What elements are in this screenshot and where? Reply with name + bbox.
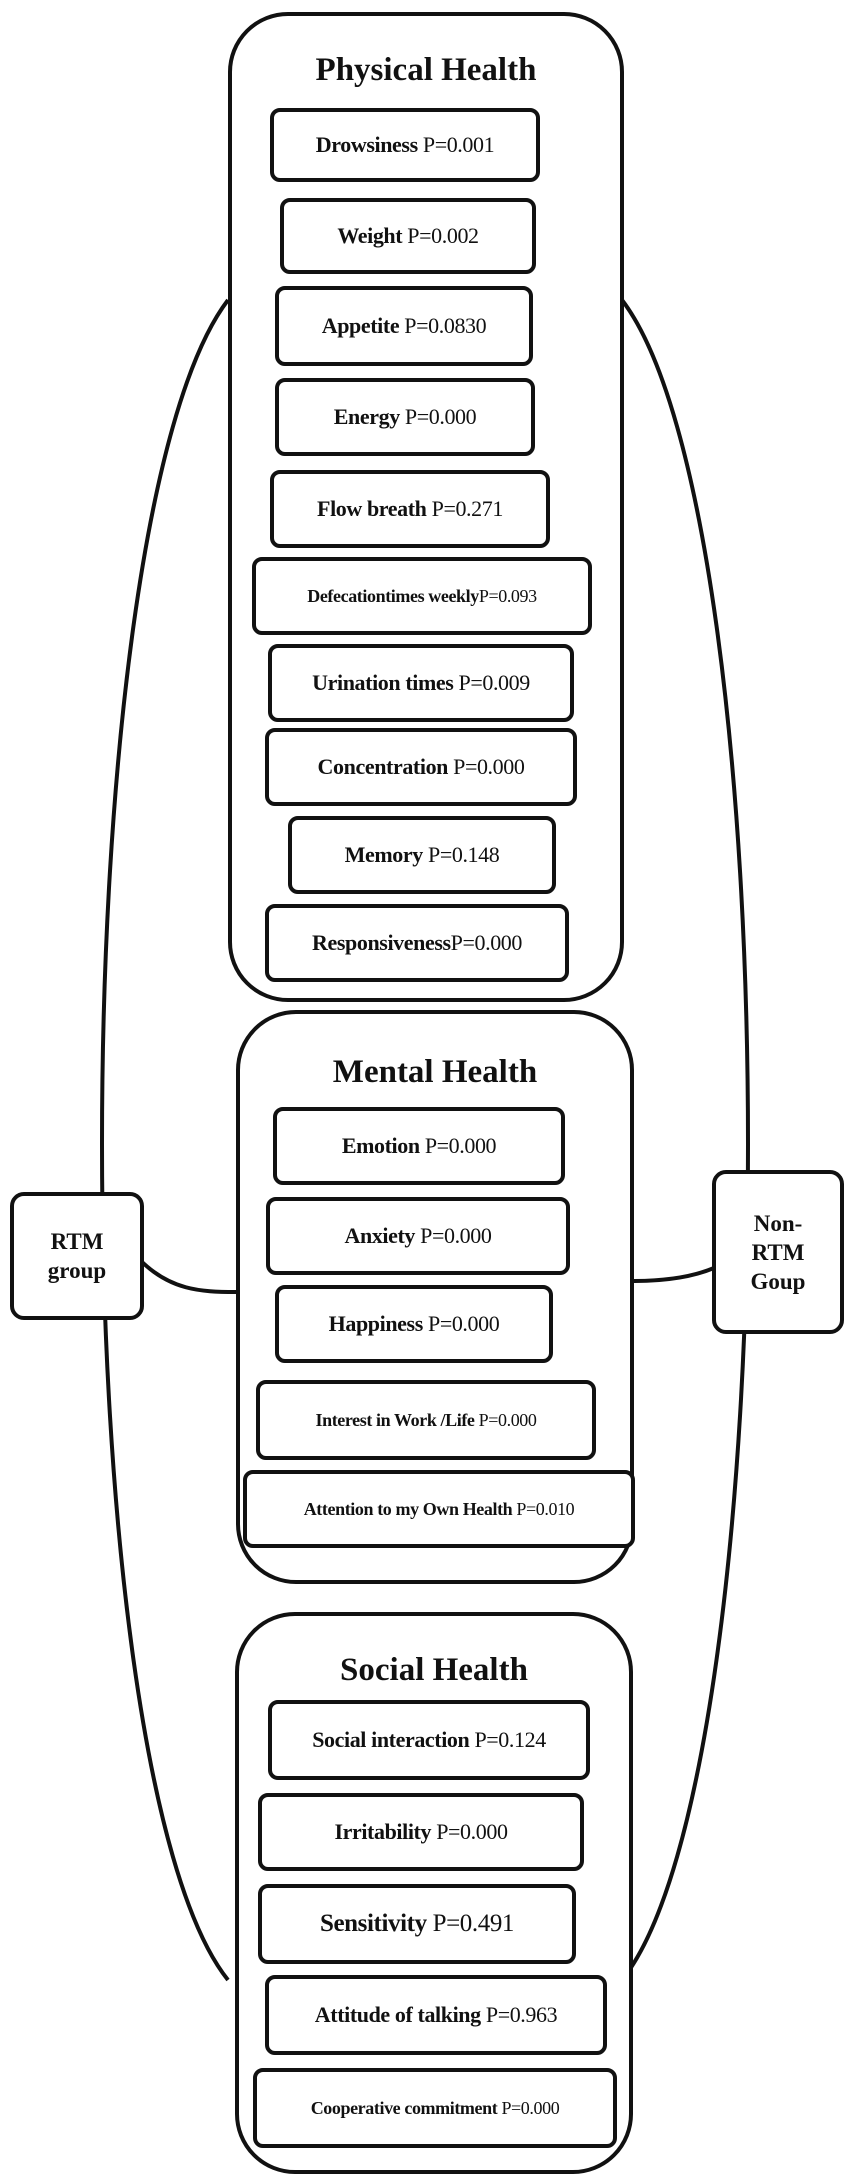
item-flow-breath: Flow breath P=0.271: [270, 470, 550, 548]
rtm-group-box: RTM group: [10, 1192, 144, 1320]
item-memory: Memory P=0.148: [288, 816, 556, 894]
right-bracket-line: [620, 298, 750, 1982]
non-rtm-group-line-2: RTM: [751, 1239, 805, 1265]
non-rtm-group-line-3: Goup: [750, 1268, 806, 1294]
item-attitude-of-talking: Attitude of talking P=0.963: [265, 1975, 607, 2055]
right-group-connector: [633, 1266, 715, 1283]
item-appetite: Appetite P=0.0830: [275, 286, 533, 366]
item-urination-times: Urination times P=0.009: [268, 644, 574, 722]
social-health-title: Social Health: [340, 1652, 528, 1688]
item-irritability: Irritability P=0.000: [258, 1793, 584, 1871]
item-social-interaction: Social interaction P=0.124: [268, 1700, 590, 1780]
item-energy: Energy P=0.000: [275, 378, 535, 456]
item-concentration: Concentration P=0.000: [265, 728, 577, 806]
item-sensitivity: Sensitivity P=0.491: [258, 1884, 576, 1964]
item-weight: Weight P=0.002: [280, 198, 536, 274]
non-rtm-group-box: Non- RTM Goup: [712, 1170, 844, 1334]
item-attention-to-my-own-health: Attention to my Own Health P=0.010: [243, 1470, 635, 1548]
rtm-group-line-1: RTM: [50, 1229, 104, 1254]
non-rtm-group-line-1: Non-: [753, 1210, 803, 1236]
mental-health-title: Mental Health: [332, 1054, 538, 1090]
item-anxiety: Anxiety P=0.000: [266, 1197, 570, 1275]
physical-health-title: Physical Health: [315, 52, 537, 88]
left-group-connector: [138, 1258, 237, 1294]
item-emotion: Emotion P=0.000: [273, 1107, 565, 1185]
item-drowsiness: Drowsiness P=0.001: [270, 108, 540, 182]
left-bracket-line: [100, 298, 230, 1982]
item-cooperative-commitment: Cooperative commitment P=0.000: [253, 2068, 617, 2148]
item-happiness: Happiness P=0.000: [275, 1285, 553, 1363]
rtm-group-line-2: group: [47, 1258, 107, 1283]
item-interest-in-work-life: Interest in Work /Life P=0.000: [256, 1380, 596, 1460]
